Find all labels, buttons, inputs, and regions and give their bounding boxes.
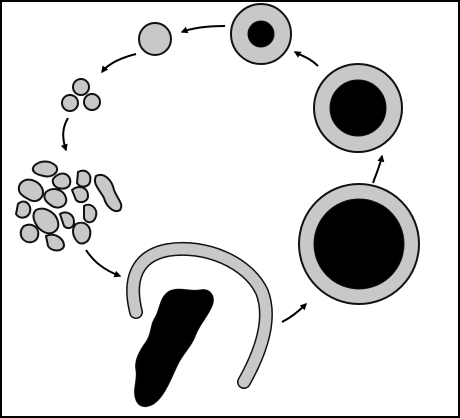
large-ringed-cell — [299, 184, 419, 304]
small-ringed-cell — [231, 4, 291, 64]
medium-ringed-cell — [314, 64, 402, 152]
solid-gray-sphere — [139, 23, 171, 55]
